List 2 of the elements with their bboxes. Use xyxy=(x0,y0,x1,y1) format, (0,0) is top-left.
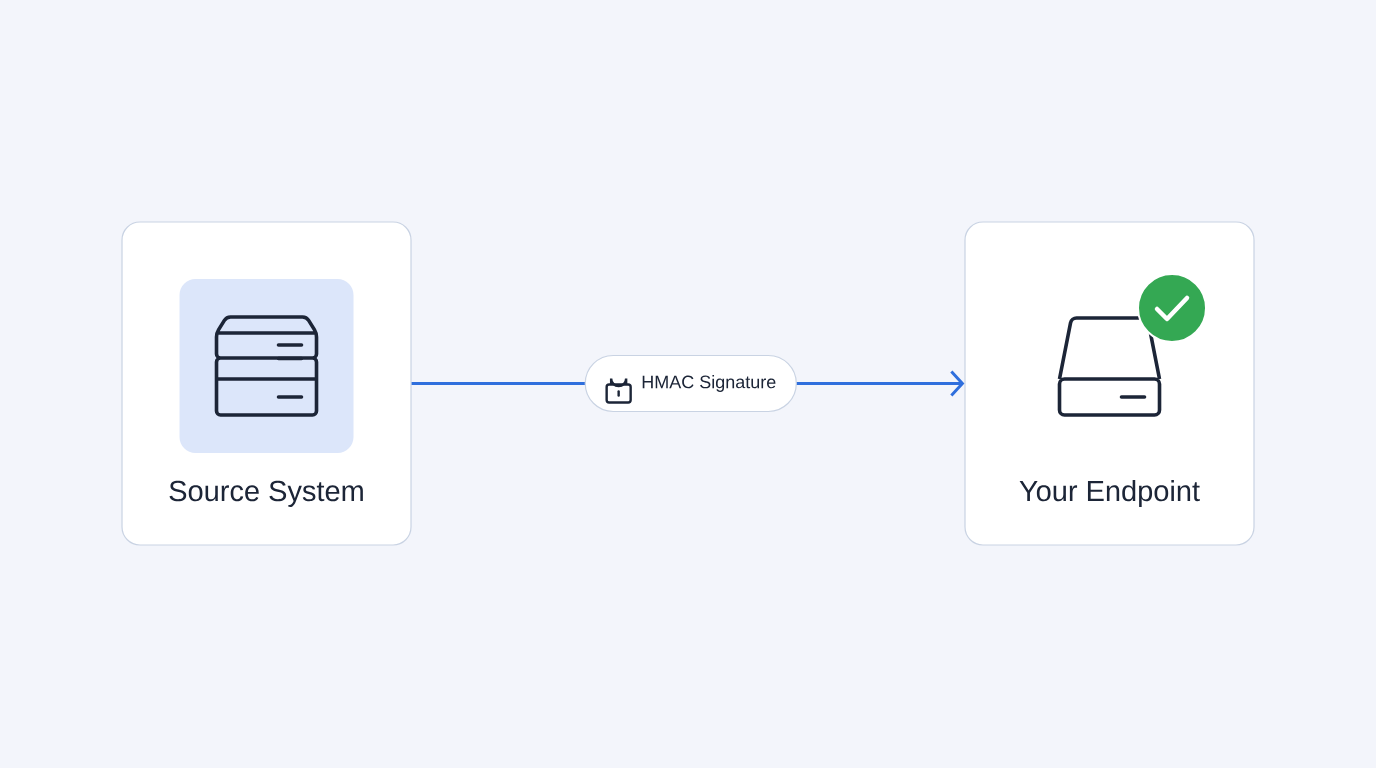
card: Your Endpoint xyxy=(964,221,1255,546)
edge-label: HMAC Signature xyxy=(584,354,797,413)
